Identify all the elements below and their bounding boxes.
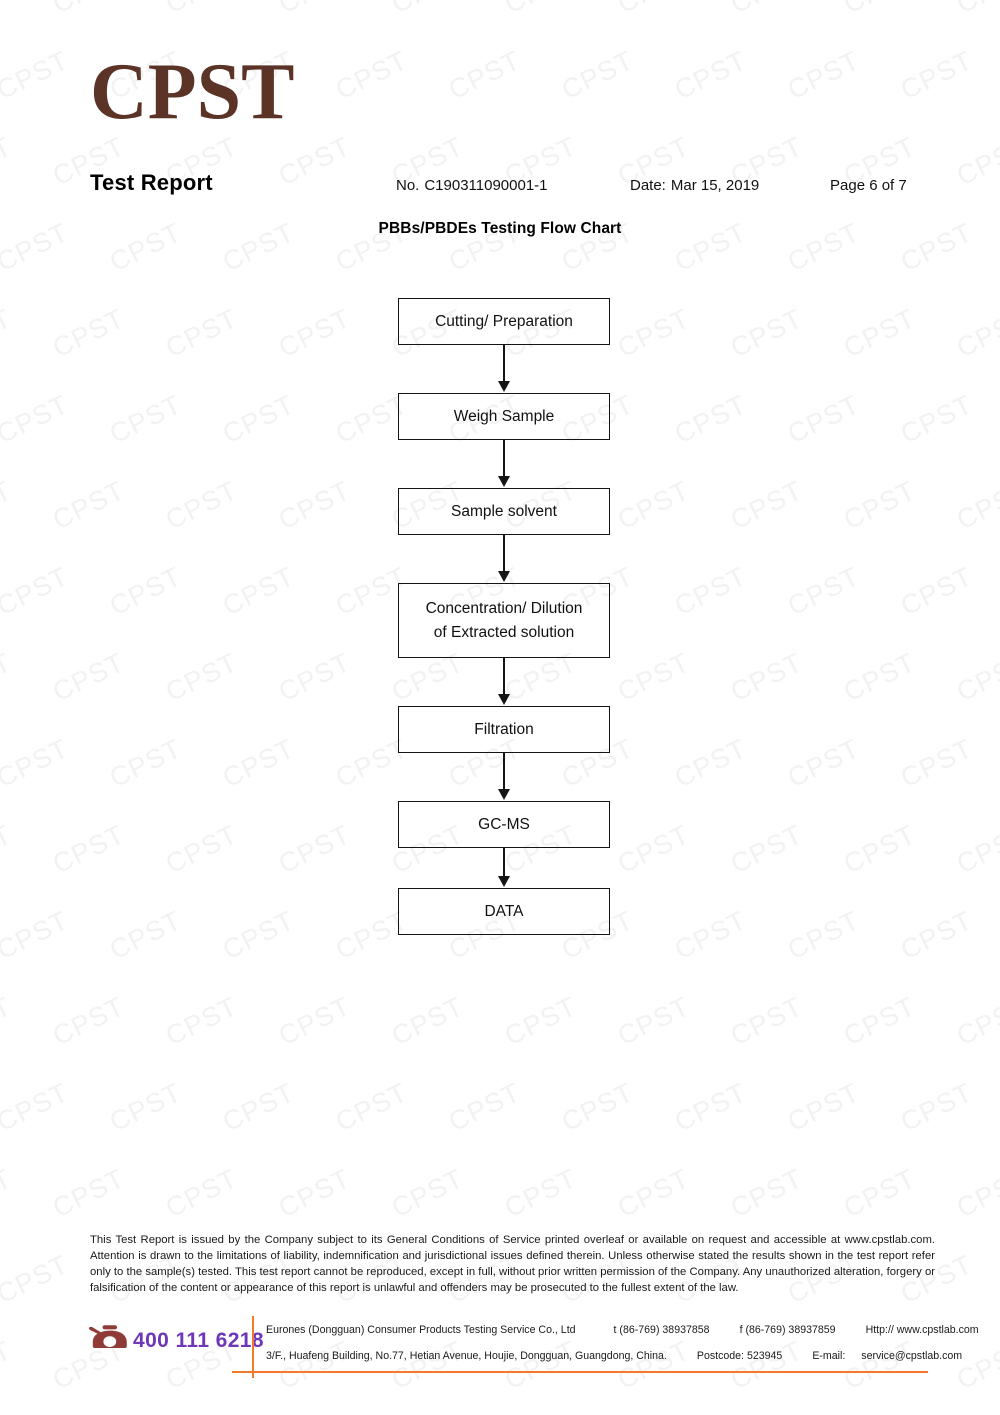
footer-vertical-divider <box>252 1316 254 1378</box>
disclaimer-text: This Test Report is issued by the Compan… <box>90 1234 935 1295</box>
report-number: No.C190311090001-1 <box>396 177 548 194</box>
flow-node-gc-ms: GC-MS <box>398 801 610 848</box>
flow-arrow-4 <box>398 658 610 706</box>
flow-node-label: Sample solvent <box>451 502 557 520</box>
flow-node-label: Cutting/ Preparation <box>435 312 573 330</box>
cpst-logo: CPST <box>90 48 295 136</box>
arrow-stem <box>503 848 505 878</box>
arrow-head-icon <box>498 381 510 392</box>
flow-node-label-line2: of Extracted solution <box>433 623 575 641</box>
flowchart-title: PBBs/PBDEs Testing Flow Chart <box>378 220 622 237</box>
flow-node-label: Weigh Sample <box>453 407 555 425</box>
flow-node-cutting-preparation: Cutting/ Preparation <box>398 298 610 345</box>
company-address: 3/F., Huafeng Building, No.77, Hetian Av… <box>266 1350 667 1362</box>
flow-arrow-5 <box>398 753 610 801</box>
postcode: Postcode: 523945 <box>696 1350 783 1362</box>
flow-node-sample-solvent: Sample solvent <box>398 488 610 535</box>
flow-node-data: DATA <box>398 888 610 935</box>
flow-arrow-6 <box>398 848 610 888</box>
footer-horizontal-rule <box>232 1371 928 1373</box>
arrow-head-icon <box>498 789 510 800</box>
email-label: E-mail: <box>812 1350 846 1362</box>
flow-node-filtration: Filtration <box>398 706 610 753</box>
arrow-head-icon <box>498 571 510 582</box>
email-address[interactable]: service@cpstlab.com <box>861 1350 963 1362</box>
report-number-value: C190311090001-1 <box>424 177 548 194</box>
telephone-number: t (86-769) 38937858 <box>613 1324 710 1336</box>
arrow-head-icon <box>498 694 510 705</box>
report-date-label: Date: <box>630 177 666 194</box>
flow-node-label: Filtration <box>474 720 534 738</box>
arrow-stem <box>503 535 505 573</box>
flow-node-label: DATA <box>484 902 524 920</box>
flow-arrow-1 <box>398 345 610 393</box>
flow-node-label-line1: Concentration/ Dilution <box>425 600 583 618</box>
arrow-stem <box>503 440 505 478</box>
page-title: Test Report <box>90 170 213 195</box>
company-name: Eurones (Dongguan) Consumer Products Tes… <box>266 1324 576 1336</box>
hotline-number: 400 111 6218 <box>133 1329 264 1352</box>
report-number-label: No. <box>396 177 420 194</box>
footer-contact-line-1: Eurones (Dongguan) Consumer Products Tes… <box>266 1324 979 1336</box>
flow-arrow-3 <box>398 535 610 583</box>
report-date: Date:Mar 15, 2019 <box>630 177 759 194</box>
website-url[interactable]: Http:// www.cpstlab.com <box>865 1324 979 1336</box>
arrow-stem <box>503 753 505 791</box>
arrow-stem <box>503 658 505 696</box>
flow-node-weigh-sample: Weigh Sample <box>398 393 610 440</box>
testing-flow-chart: Cutting/ Preparation Weigh Sample Sample… <box>398 298 610 935</box>
telephone-icon <box>88 1322 132 1352</box>
page-indicator: Page 6 of 7 <box>830 177 907 194</box>
footer-contact-line-2: 3/F., Huafeng Building, No.77, Hetian Av… <box>266 1350 962 1362</box>
flow-arrow-2 <box>398 440 610 488</box>
arrow-head-icon <box>498 476 510 487</box>
arrow-head-icon <box>498 876 510 887</box>
fax-number: f (86-769) 38937859 <box>739 1324 836 1336</box>
flow-node-concentration-dilution: Concentration/ Dilution of Extracted sol… <box>398 583 610 658</box>
arrow-stem <box>503 345 505 383</box>
report-date-value: Mar 15, 2019 <box>670 177 760 194</box>
flow-node-label: GC-MS <box>478 815 530 833</box>
